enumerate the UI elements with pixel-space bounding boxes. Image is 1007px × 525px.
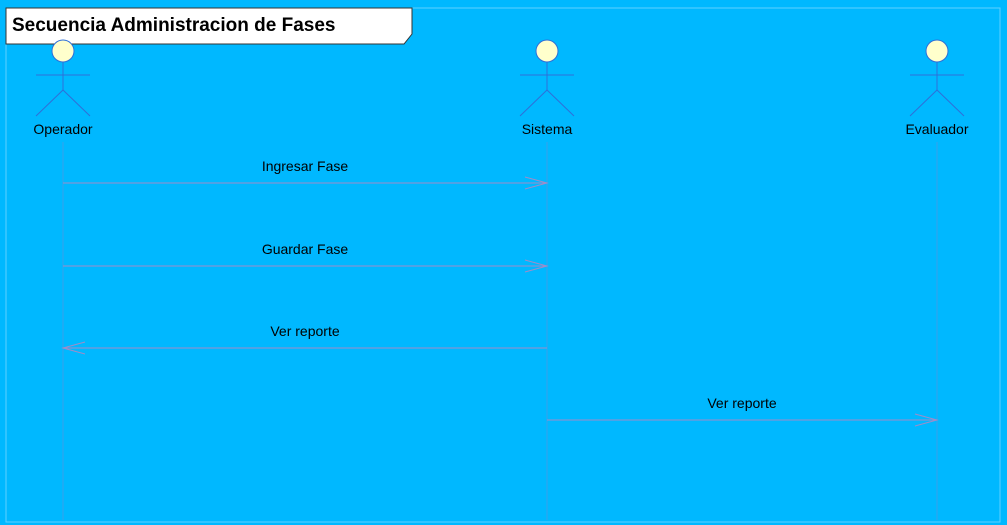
message: Ver reporte bbox=[61, 323, 547, 355]
message: Ver reporte bbox=[547, 395, 939, 427]
message-label: Ver reporte bbox=[270, 323, 339, 339]
diagram-title: Secuencia Administracion de Fases bbox=[12, 15, 335, 36]
arrowhead-icon bbox=[524, 176, 549, 190]
actor-left-leg bbox=[909, 89, 938, 117]
actor-head-icon bbox=[535, 39, 559, 63]
diagram-title-tab bbox=[5, 7, 413, 45]
message: Ingresar Fase bbox=[63, 158, 549, 190]
message: Guardar Fase bbox=[63, 241, 549, 273]
actor-right-leg bbox=[936, 89, 965, 117]
actor-head-icon bbox=[51, 39, 75, 63]
arrowhead-icon bbox=[914, 413, 939, 427]
actor-operador: Operador bbox=[33, 39, 93, 137]
message-label: Ver reporte bbox=[707, 395, 776, 411]
message-label: Guardar Fase bbox=[262, 241, 349, 257]
actor-sistema: Sistema bbox=[519, 39, 575, 137]
diagram-frame bbox=[5, 7, 1001, 523]
actor-evaluador: Evaluador bbox=[905, 39, 969, 137]
actor-name: Sistema bbox=[522, 121, 573, 137]
actor-right-leg bbox=[546, 89, 575, 117]
actor-right-leg bbox=[62, 89, 91, 117]
actor-left-leg bbox=[519, 89, 548, 117]
actors-group: Operador Sistema Evaluador bbox=[33, 39, 969, 137]
actor-left-leg bbox=[35, 89, 64, 117]
message-label: Ingresar Fase bbox=[262, 158, 349, 174]
lifelines-group bbox=[62, 142, 938, 520]
actor-name: Evaluador bbox=[905, 121, 968, 137]
arrowhead-icon bbox=[524, 259, 549, 273]
arrowhead-icon bbox=[61, 341, 86, 355]
actor-name: Operador bbox=[33, 121, 92, 137]
actor-head-icon bbox=[925, 39, 949, 63]
